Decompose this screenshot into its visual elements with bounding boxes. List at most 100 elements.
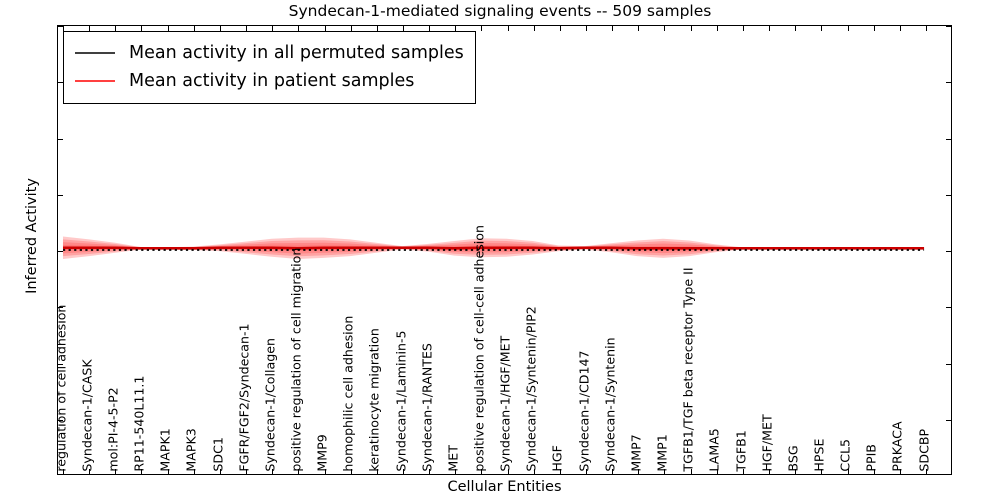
y-tick-mark (58, 363, 63, 365)
x-tick-mark (847, 469, 849, 474)
x-tick-mark (742, 469, 744, 474)
x-tick-mark (586, 469, 588, 474)
x-tick-mark (690, 469, 692, 474)
x-tick-mark (63, 469, 64, 474)
x-tick-label: MMP7 (628, 434, 644, 472)
y-tick-mark (946, 307, 951, 309)
y-tick-mark (58, 194, 63, 196)
y-tick-mark (58, 138, 63, 140)
x-tick-mark (507, 469, 509, 474)
x-tick-mark (769, 26, 771, 31)
x-tick-label: regulation of cell adhesion (57, 305, 68, 472)
x-tick-mark (559, 469, 561, 474)
x-tick-label: BSG (785, 445, 801, 472)
x-tick-mark (690, 26, 692, 31)
x-tick-mark (481, 26, 483, 31)
x-tick-mark (141, 469, 143, 474)
x-tick-label: MMP1 (654, 434, 670, 472)
x-tick-label: positive regulation of cell migration (288, 248, 304, 472)
x-tick-mark (664, 26, 666, 31)
x-tick-label: MAPK1 (157, 428, 173, 472)
x-tick-mark (899, 26, 901, 31)
x-tick-mark (167, 26, 169, 31)
x-tick-mark (167, 469, 169, 474)
legend-label-patient: Mean activity in patient samples (129, 70, 415, 91)
x-tick-mark (193, 469, 195, 474)
x-tick-mark (481, 469, 483, 474)
x-tick-label: CCL5 (837, 439, 853, 472)
x-tick-mark (559, 26, 561, 31)
x-tick-label: Syndecan-1/CASK (79, 359, 95, 472)
y-tick-mark (58, 419, 63, 421)
x-tick-mark (89, 26, 91, 31)
data-band (62, 236, 925, 259)
legend-line-patient (75, 80, 115, 82)
x-tick-mark (455, 469, 457, 474)
x-tick-mark (219, 469, 221, 474)
x-tick-mark (350, 26, 352, 31)
x-tick-mark (324, 469, 326, 474)
x-tick-mark (350, 469, 352, 474)
x-tick-mark (272, 26, 274, 31)
x-tick-mark (742, 26, 744, 31)
x-tick-mark (926, 469, 927, 474)
x-tick-mark (429, 469, 431, 474)
y-tick-mark (946, 26, 951, 27)
x-tick-label: mol:PI-4-5-P2 (105, 387, 121, 472)
x-tick-mark (298, 26, 300, 31)
x-tick-mark (586, 26, 588, 31)
x-tick-mark (455, 26, 457, 31)
y-tick-mark (946, 82, 951, 84)
x-tick-label: LAMA5 (706, 428, 722, 472)
x-tick-label: MAPK3 (183, 428, 199, 472)
x-tick-mark (533, 26, 535, 31)
y-axis-label: Inferred Activity (24, 178, 40, 294)
x-tick-mark (246, 26, 248, 31)
x-tick-mark (533, 469, 535, 474)
y-tick-mark (58, 82, 63, 84)
x-tick-label: keratinocyte migration (366, 328, 382, 472)
legend-label-permuted: Mean activity in all permuted samples (129, 42, 464, 63)
x-tick-label: Syndecan-1/RANTES (419, 343, 435, 472)
y-tick-mark (58, 26, 63, 27)
y-tick-mark (946, 194, 951, 196)
legend-item: Mean activity in patient samples (75, 67, 464, 95)
x-tick-mark (219, 26, 221, 31)
x-tick-label: positive regulation of cell-cell adhesio… (471, 225, 487, 472)
x-tick-mark (716, 469, 718, 474)
legend-line-permuted (75, 52, 115, 54)
x-tick-mark (847, 26, 849, 31)
x-tick-label: RP11-540L11.1 (131, 375, 147, 472)
x-tick-mark (638, 26, 640, 31)
x-tick-label: Syndecan-1/Syntenin (602, 337, 618, 472)
x-tick-mark (89, 469, 91, 474)
x-axis-label: Cellular Entities (447, 479, 562, 495)
x-tick-label: HGF (549, 445, 565, 472)
y-tick-mark (946, 419, 951, 421)
x-tick-mark (324, 26, 326, 31)
x-tick-label: SDCBP (916, 429, 931, 472)
x-tick-mark (873, 469, 875, 474)
x-tick-label: FGFR/FGF2/Syndecan-1 (236, 323, 252, 472)
x-tick-mark (612, 469, 614, 474)
x-tick-mark (272, 469, 274, 474)
x-tick-mark (298, 469, 300, 474)
patient-mean-line (62, 246, 925, 250)
x-tick-label: PRKACA (889, 421, 905, 472)
x-tick-mark (507, 26, 509, 31)
x-tick-label: MMP9 (314, 434, 330, 472)
legend: Mean activity in all permuted samples Me… (63, 31, 476, 104)
plot-area: regulation of cell adhesion Syndecan-1/CA… (57, 25, 952, 475)
x-tick-label: HPSE (811, 438, 827, 472)
x-tick-mark (115, 469, 117, 474)
x-tick-mark (193, 26, 195, 31)
legend-item: Mean activity in all permuted samples (75, 39, 464, 67)
y-tick-mark (58, 307, 63, 309)
x-tick-label: PPIB (863, 444, 879, 472)
x-tick-mark (795, 469, 797, 474)
x-tick-label: Syndecan-1/Collagen (262, 338, 278, 472)
x-tick-label: homophilic cell adhesion (340, 316, 356, 472)
x-tick-label: SDC1 (209, 437, 225, 473)
x-tick-mark (795, 26, 797, 31)
